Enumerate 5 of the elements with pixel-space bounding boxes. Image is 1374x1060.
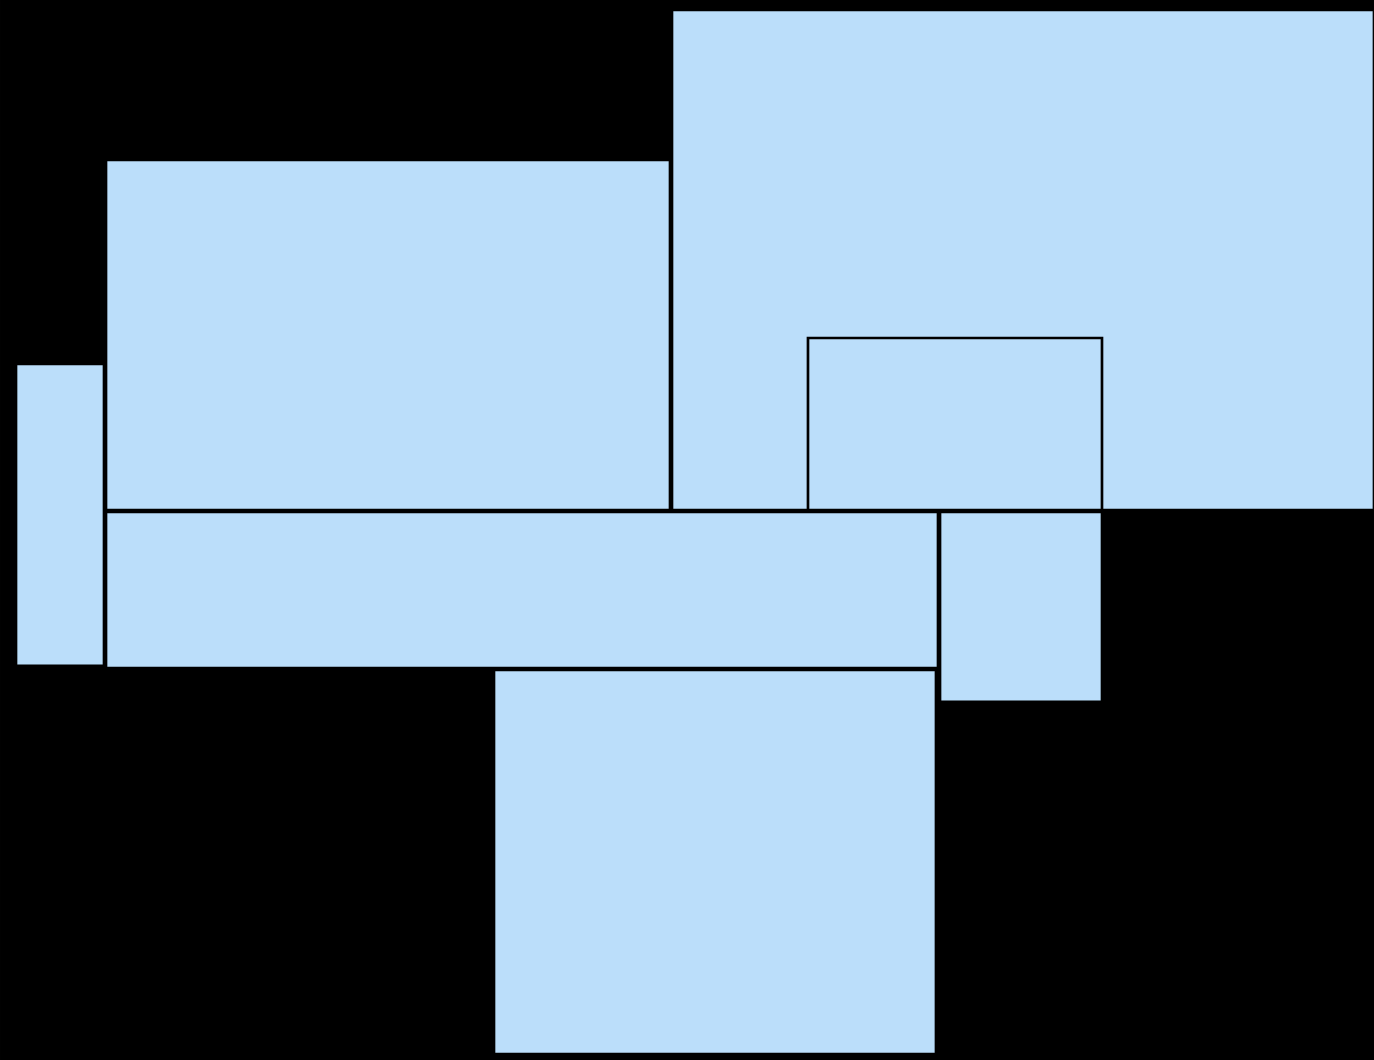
box <box>492 668 938 1056</box>
box <box>104 158 672 512</box>
box <box>806 336 1104 512</box>
box <box>938 510 1104 704</box>
box <box>14 362 106 668</box>
